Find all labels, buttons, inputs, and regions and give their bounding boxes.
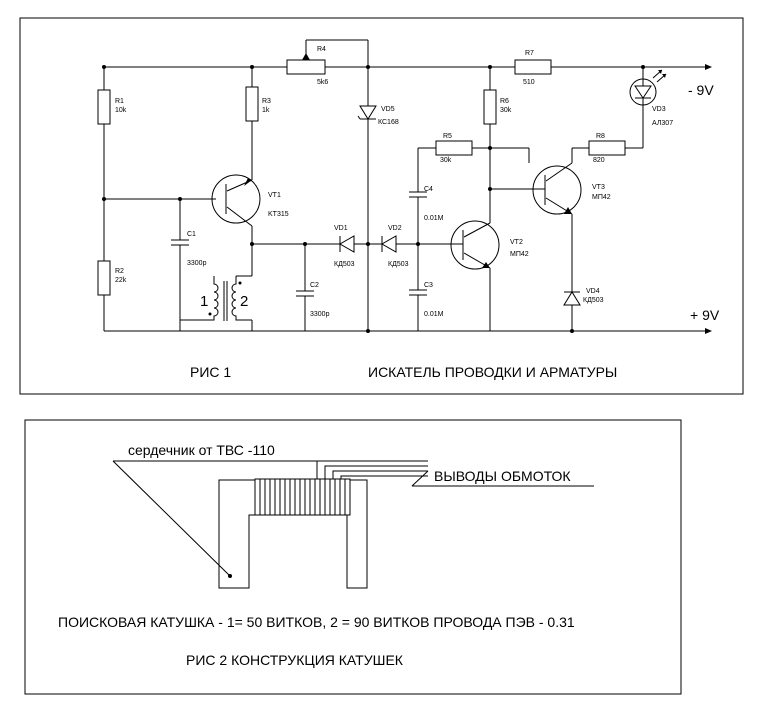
c2-ref: C2 (310, 282, 319, 289)
figure-1-caption: РИС 1 (190, 364, 231, 380)
vd4-value: КД503 (583, 297, 604, 304)
coil-transformer (179, 275, 253, 331)
figure-1-frame (19, 17, 744, 395)
c3-ref: C3 (424, 282, 433, 289)
figure-2-caption: РИС 2 КОНСТРУКЦИЯ КАТУШЕК (186, 652, 404, 668)
vd4-ref: VD4 (586, 288, 600, 295)
coil-1-label: 1 (200, 293, 208, 310)
r7-ref: R7 (525, 50, 534, 57)
positive-rail-label: + 9V (690, 307, 720, 323)
r4-value: 5k6 (317, 79, 328, 86)
resistor-r5 (435, 140, 473, 156)
r3-value: 1k (262, 107, 270, 114)
r6-ref: R6 (500, 98, 509, 105)
diode-vd2 (380, 235, 397, 253)
vd3-value: АЛ307 (652, 120, 673, 127)
leads-leader-line (411, 470, 429, 487)
vd1-value: КД503 (334, 261, 355, 268)
r7-value: 510 (523, 79, 535, 86)
resistor-r6 (483, 89, 497, 125)
positive-rail-arrow (705, 328, 712, 334)
vt2-value: МП42 (510, 251, 529, 258)
resistor-r1 (97, 89, 111, 125)
r2-value: 22k (115, 277, 127, 284)
r6-value: 30k (500, 107, 512, 114)
resistor-r2 (97, 260, 111, 296)
r1-value: 10k (115, 107, 127, 114)
transistor-vt3 (532, 162, 582, 215)
coil-construction-drawing (112, 460, 594, 589)
r1-ref: R1 (115, 98, 124, 105)
core-leader-line (112, 460, 231, 577)
figure-2-labels: сердечник от ТВС -110 ВЫВОДЫ ОБМОТОК ПОИ… (58, 442, 575, 668)
resistor-r7 (514, 59, 552, 75)
resistor-r3 (245, 86, 259, 122)
c1-value: 3300p (187, 260, 207, 267)
coil-spec-text: ПОИСКОВАЯ КАТУШКА - 1= 50 ВИТКОВ, 2 = 90… (58, 614, 575, 630)
r4-ref: R4 (317, 46, 326, 53)
negative-rail-label: - 9V (688, 82, 714, 98)
figure-1-schematic (97, 39, 712, 334)
r8-value: 820 (593, 157, 605, 164)
r8-ref: R8 (596, 133, 605, 140)
r2-ref: R2 (115, 268, 124, 275)
vt2-ref: VT2 (510, 239, 523, 246)
transistor-vt2 (444, 220, 500, 270)
figure-2-frame (24, 419, 682, 695)
coil-winding (254, 478, 351, 516)
leads-label: ВЫВОДЫ ОБМОТОК (434, 468, 571, 484)
vd5-ref: VD5 (381, 106, 395, 113)
winding-leads (316, 460, 428, 479)
c4-value: 0.01M (424, 215, 444, 222)
vt3-ref: VT3 (592, 184, 605, 191)
led-vd3 (629, 69, 667, 106)
core-label: сердечник от ТВС -110 (128, 442, 275, 458)
c1-ref: C1 (187, 231, 196, 238)
r5-value: 30k (440, 157, 452, 164)
vd5-value: КС168 (378, 119, 399, 126)
diode-vd1 (338, 235, 355, 253)
vd2-value: КД503 (388, 261, 409, 268)
resistor-r8 (588, 140, 626, 156)
vd1-ref: VD1 (334, 225, 348, 232)
diode-vd4 (563, 291, 581, 306)
r5-ref: R5 (443, 133, 452, 140)
c2-value: 3300p (310, 311, 330, 318)
r3-ref: R3 (262, 98, 271, 105)
c4-ref: C4 (424, 186, 433, 193)
vt1-value: KT315 (268, 211, 289, 218)
vd3-ref: VD3 (652, 106, 666, 113)
vd2-ref: VD2 (388, 225, 402, 232)
negative-rail-arrow (705, 64, 712, 70)
vt1-ref: VT1 (268, 192, 281, 199)
transistor-vt1 (211, 174, 261, 227)
figure-1-title: ИСКАТЕЛЬ ПРОВОДКИ И АРМАТУРЫ (368, 364, 617, 380)
vt3-value: МП42 (592, 194, 611, 201)
zener-vd5 (357, 105, 377, 120)
coil-2-label: 2 (240, 293, 248, 310)
figure-1-labels: R1 10k R2 22k R3 1k R4 5k6 R5 30k R6 30k… (115, 46, 720, 380)
potentiometer-r4 (286, 59, 326, 75)
c3-value: 0.01M (424, 311, 444, 318)
